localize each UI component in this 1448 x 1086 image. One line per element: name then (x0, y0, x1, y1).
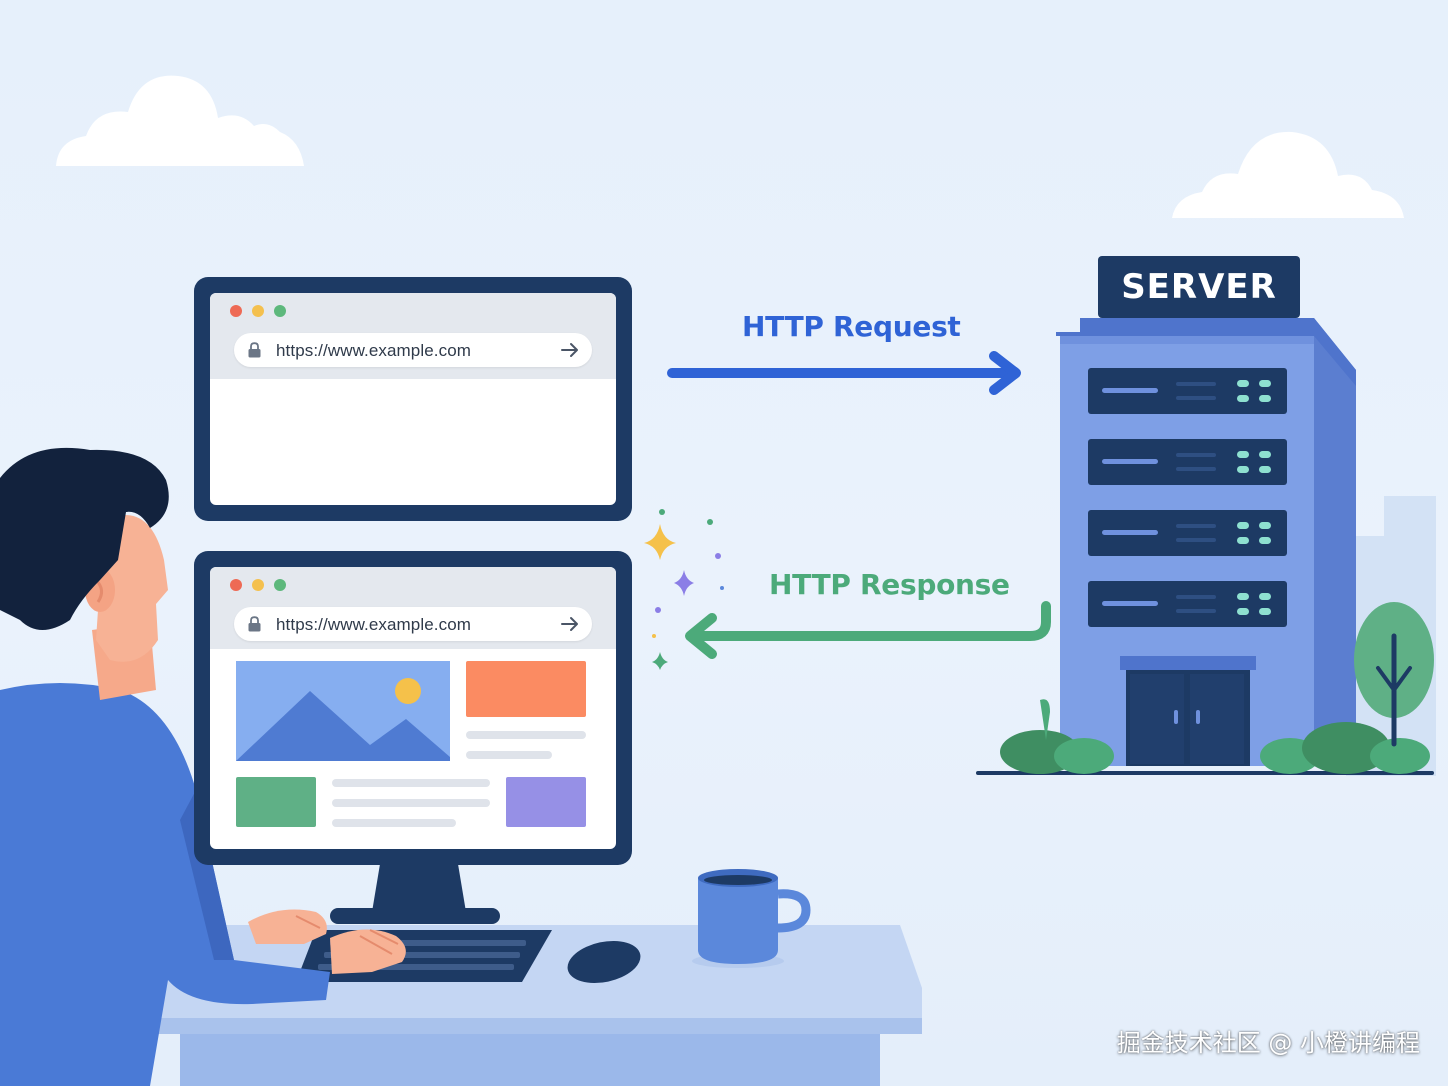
maximize-dot-icon[interactable] (274, 305, 286, 317)
server-rack-unit (1088, 581, 1287, 627)
text-line (466, 731, 586, 739)
watermark: 掘金技术社区 @ 小橙讲编程 (1117, 1023, 1420, 1058)
text-line (332, 799, 490, 807)
green-block (236, 777, 316, 827)
browser-screen: https://www.example.com (210, 293, 616, 505)
response-arrow (690, 606, 1046, 654)
server-sign: SERVER (1098, 256, 1300, 318)
sparkle-icon (644, 509, 724, 670)
orange-block (466, 661, 586, 717)
monitor-stand (330, 864, 500, 924)
response-label: HTTP Response (769, 568, 1010, 601)
close-dot-icon[interactable] (230, 305, 242, 317)
arrow-right-icon[interactable] (560, 615, 580, 633)
url-text: https://www.example.com (276, 615, 471, 635)
purple-block (506, 777, 586, 827)
browser-window-response: https://www.example.com (194, 551, 632, 865)
cloud-icon (1172, 132, 1404, 218)
text-line (332, 819, 456, 827)
browser-screen: https://www.example.com (210, 567, 616, 849)
url-text: https://www.example.com (276, 341, 471, 361)
server-rack-unit (1088, 439, 1287, 485)
lock-icon (248, 342, 261, 358)
request-arrow (672, 356, 1016, 390)
browser-toolbar: https://www.example.com (210, 293, 616, 379)
page-content (210, 649, 616, 849)
minimize-dot-icon[interactable] (252, 305, 264, 317)
cloud-icon (56, 76, 304, 166)
text-line (332, 779, 490, 787)
lock-icon (248, 616, 261, 632)
text-line (466, 751, 552, 759)
close-dot-icon[interactable] (230, 579, 242, 591)
server-rack-unit (1088, 368, 1287, 414)
request-label: HTTP Request (742, 310, 961, 343)
arrow-right-icon[interactable] (560, 341, 580, 359)
minimize-dot-icon[interactable] (252, 579, 264, 591)
server-rack-unit (1088, 510, 1287, 556)
maximize-dot-icon[interactable] (274, 579, 286, 591)
image-placeholder-icon (236, 661, 450, 761)
browser-toolbar: https://www.example.com (210, 567, 616, 649)
browser-window-request: https://www.example.com (194, 277, 632, 521)
address-bar[interactable]: https://www.example.com (234, 607, 592, 641)
address-bar[interactable]: https://www.example.com (234, 333, 592, 367)
